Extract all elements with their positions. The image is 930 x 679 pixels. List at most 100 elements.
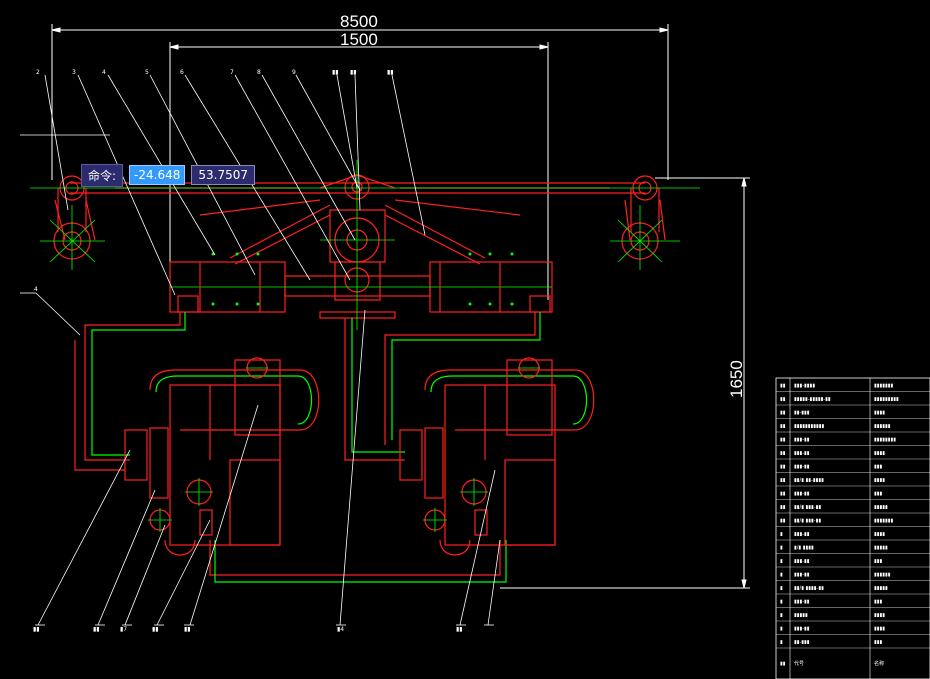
bom-cell-no: ▮▮ [780, 661, 786, 667]
bom-cell-no: ▮▮ [780, 397, 786, 403]
bom-cell-name: ▮▮▮▮▮ [874, 505, 888, 511]
bom-cell-name: ▮▮▮ [874, 491, 883, 497]
bom-cell-no: ▮ [780, 613, 783, 619]
bom-row: ▮▮ ▮▮/▮ ▮▮-▮▮▮▮ ▮▮▮▮ [780, 478, 885, 484]
bom-cell-no: ▮▮ [780, 410, 786, 416]
leader-label-12: ▮▮ [387, 69, 394, 76]
left-valve-unit [124, 357, 320, 556]
cylinder-bolts [211, 252, 514, 306]
bom-cell-code: ▮▮-▮▮▮ [794, 410, 810, 416]
bom-row: ▮▮▮▮▮-▮▮▮▮▮▮▮▮▮▮ [780, 437, 896, 443]
valve-centerlines [148, 367, 540, 532]
bom-cell-code: ▮▮/▮ ▮▮▮▮-▮▮ [794, 586, 824, 592]
bom-row: ▮▮ ▮▮▮-▮▮▮▮ ▮▮▮▮▮▮▮ [780, 383, 894, 389]
piping [74, 312, 541, 583]
leader-label-b7: ▮▮ [456, 626, 463, 633]
bom-cell-no: ▮▮ [780, 518, 786, 524]
bom-cell-no: ▮▮ [780, 437, 786, 443]
bom-row: ▮▮▮▮▮-▮▮▮▮▮ [780, 464, 883, 470]
bom-cell-no: ▮▮ [780, 491, 786, 497]
bom-cell-no: ▮▮ [780, 424, 786, 430]
bom-cell-code: ▮/▮ ▮▮▮▮ [794, 545, 814, 551]
bom-cell-no: ▮ [780, 586, 783, 592]
leader-label-b3: ▮7 [120, 626, 127, 633]
bom-cell-code: ▮▮/▮ ▮▮-▮▮▮▮ [794, 478, 824, 484]
bom-row: ▮▮ ▮▮-▮▮▮ ▮▮▮▮ [780, 410, 885, 416]
command-prompt-label: 命令: [81, 163, 124, 187]
bom-cell-no: ▮ [780, 572, 783, 578]
bom-cell-name: ▮▮▮▮ [874, 410, 885, 416]
bom-cell-code: 代号 [794, 660, 804, 667]
bom-row: ▮▮▮▮▮▮▮-▮▮▮▮▮-▮▮▮▮▮▮▮▮▮▮▮ [780, 397, 899, 403]
bom-cell-code: ▮▮▮-▮▮ [794, 599, 810, 605]
bom-cell-code: ▮▮▮▮▮▮▮▮▮▮▮ [794, 424, 825, 430]
leader-label-7: 7 [230, 69, 234, 76]
bom-cell-no: ▮▮ [780, 464, 786, 470]
bom-cell-code: ▮▮▮-▮▮ [794, 559, 810, 565]
bom-cell-no: ▮▮ [780, 478, 786, 484]
bom-cell-name: ▮▮▮▮▮ [874, 586, 888, 592]
bom-cell-name: ▮▮▮▮ [874, 478, 885, 484]
bom-cell-no: ▮▮ [780, 451, 786, 457]
leader-label-side: 4 [34, 286, 38, 293]
bom-cell-name: ▮▮▮ [874, 599, 883, 605]
bom-cell-name: 名称 [874, 660, 884, 667]
bom-cell-code: ▮▮▮-▮▮ [794, 572, 810, 578]
dimension-1650: 1650 [727, 360, 746, 398]
bom-cell-code: ▮▮▮-▮▮ [794, 626, 810, 632]
bom-cell-name: ▮▮▮▮▮▮ [874, 572, 891, 578]
bom-table: ▮▮▮▮▮-▮▮▮▮▮▮▮▮▮▮▮▮▮▮▮▮▮▮-▮▮▮▮▮-▮▮▮▮▮▮▮▮▮… [775, 377, 930, 679]
bom-cell-code: ▮▮▮-▮▮ [794, 491, 810, 497]
bom-cell-no: ▮ [780, 559, 783, 565]
centerlines [30, 160, 700, 330]
bom-row: ▮▮ ▮▮▮-▮▮ ▮▮▮▮ [780, 451, 885, 457]
leader-label-b2: ▮▮ [93, 626, 100, 633]
bom-row: ▮ ▮▮▮-▮▮ ▮▮▮ [780, 559, 883, 565]
bom-row: ▮▮▮-▮▮▮▮▮▮ [780, 640, 883, 646]
bom-cell-no: ▮ [780, 599, 783, 605]
bom-cell-name: ▮▮▮▮ [874, 532, 885, 538]
bom-cell-name: ▮▮▮▮ [874, 451, 885, 457]
dimension-lines [51, 24, 750, 589]
bom-cell-name: ▮▮▮▮▮▮▮▮ [874, 437, 896, 443]
bom-row: ▮▮▮▮▮▮▮▮▮▮ [780, 613, 885, 619]
bom-cell-name: ▮▮▮ [874, 559, 883, 565]
x-coordinate-input[interactable]: -24.648 [129, 165, 186, 185]
leader-label-10: ▮▮ [332, 69, 339, 76]
leader-label-9: 9 [292, 69, 296, 76]
bom-cell-name: ▮▮▮ [874, 464, 883, 470]
bom-cell-name: ▮▮▮ [874, 640, 883, 646]
bom-cell-no: ▮▮ [780, 383, 786, 389]
bom-cell-code: ▮▮▮-▮▮▮▮ [794, 383, 815, 389]
bom-row: ▮▮/▮ ▮▮▮▮▮▮▮▮▮ [780, 545, 888, 551]
bom-cell-no: ▮ [780, 532, 783, 538]
leader-label-8: 8 [257, 69, 261, 76]
bom-cell-name: ▮▮▮▮▮▮▮▮▮ [874, 397, 899, 403]
y-coordinate-input[interactable]: 53.7507 [191, 165, 255, 185]
leader-label-b5: ▮▮ [184, 626, 191, 633]
bom-cell-code: ▮▮▮-▮▮ [794, 532, 810, 538]
leader-labels: 2 3 4 5 6 7 8 9 ▮▮ ▮▮ 4 ▮▮ ▮▮ ▮▮ ▮7 ▮▮ ▮… [33, 69, 463, 633]
right-valve-unit [399, 357, 595, 556]
command-dynamic-input[interactable]: 命令: -24.648 53.7507 [81, 163, 255, 187]
bom-cell-name: ▮▮▮▮▮▮ [874, 424, 891, 430]
bom-cell-code: ▮▮-▮▮▮ [794, 640, 810, 646]
dimension-1500: 1500 [340, 30, 378, 49]
bom-row: ▮▮▮▮/▮ ▮▮▮-▮▮▮▮▮▮▮ [780, 505, 888, 511]
bom-cell-name: ▮▮▮▮▮▮▮ [874, 383, 894, 389]
bom-cell-name: ▮▮▮▮ [874, 613, 885, 619]
bom-row: ▮ ▮▮/▮ ▮▮▮▮-▮▮ ▮▮▮▮▮ [780, 586, 888, 592]
bom-cell-code: ▮▮▮-▮▮ [794, 451, 810, 457]
bom-row: ▮▮ ▮▮▮-▮▮ ▮▮▮ [780, 491, 883, 497]
bom-header-row: ▮▮ 代号 名称 [780, 660, 884, 667]
leader-label-2: 2 [36, 69, 40, 76]
bom-cell-name: ▮▮▮▮▮ [874, 545, 888, 551]
leader-label-b4: ▮▮ [152, 626, 159, 633]
leader-label-6: 6 [180, 69, 184, 76]
leader-label-4: 4 [102, 69, 106, 76]
bom-row: ▮▮▮▮/▮ ▮▮▮-▮▮▮▮▮▮▮▮▮ [780, 518, 894, 524]
bom-cell-no: ▮ [780, 626, 783, 632]
dimension-8500: 8500 [340, 12, 378, 31]
bom-cell-code: ▮▮▮▮▮ [794, 613, 808, 619]
